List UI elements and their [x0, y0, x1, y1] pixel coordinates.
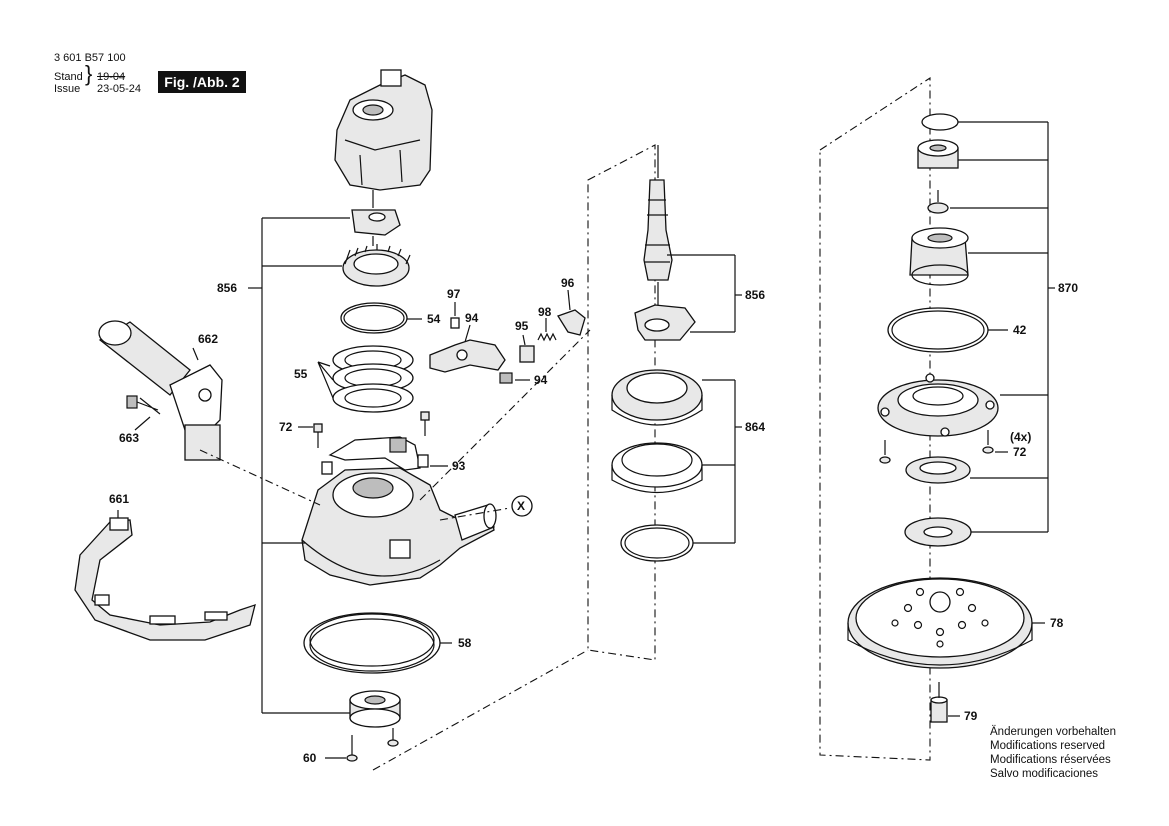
- callout-661: 661: [109, 492, 129, 506]
- callout-98: 98: [538, 305, 552, 319]
- o-ring-54: [340, 302, 408, 334]
- callout-96: 96: [561, 276, 575, 290]
- note-es: Salvo modificaciones: [990, 768, 1099, 780]
- callout-4x: (4x): [1010, 430, 1031, 444]
- callout-72-right: 72: [1013, 445, 1027, 459]
- side-handle-662: [98, 320, 223, 461]
- bracket-870: [950, 121, 1055, 533]
- bearing-top: [917, 139, 959, 169]
- washer-lower: [905, 456, 971, 484]
- callout-94-bottom: 94: [534, 373, 548, 387]
- cam-piece: [351, 209, 401, 236]
- lever-94: [429, 339, 513, 384]
- issue-value: 23-05-24: [97, 83, 142, 95]
- screws-60: [346, 728, 399, 762]
- issue-label: Issue: [54, 83, 81, 95]
- callout-663: 663: [119, 431, 139, 445]
- callout-60: 60: [303, 751, 317, 765]
- dust-extraction-housing: [301, 454, 497, 586]
- callout-72-left: 72: [279, 420, 293, 434]
- callout-78: 78: [1050, 616, 1064, 630]
- bracket-856-left: [248, 217, 350, 714]
- modification-notes: Änderungen vorbehalten Modifications res…: [990, 725, 1116, 781]
- callout-42: 42: [1013, 323, 1027, 337]
- guard-661: [74, 517, 256, 641]
- callout-864: 864: [745, 420, 765, 434]
- bracket-center: [667, 254, 742, 544]
- ring-58: [303, 612, 441, 674]
- brace-glyph: }: [85, 61, 93, 86]
- planet-gear: [909, 227, 969, 286]
- callout-58: 58: [458, 636, 472, 650]
- circlip: [921, 113, 959, 131]
- eccentric-cam: [634, 304, 696, 341]
- spindle-shaft: [643, 179, 673, 281]
- callout-54: 54: [427, 312, 441, 326]
- callout-870: 870: [1058, 281, 1078, 295]
- screw-upper: [927, 190, 949, 214]
- latch-95: [519, 345, 535, 363]
- note-de: Änderungen vorbehalten: [990, 726, 1116, 738]
- o-ring-42: [887, 307, 989, 353]
- washer-flat: [904, 517, 972, 547]
- screws-72-left: [313, 411, 430, 448]
- screws-72-right: [879, 430, 994, 464]
- spring-98: [537, 332, 557, 342]
- note-en: Modifications reserved: [990, 740, 1106, 752]
- bearing-plate: [877, 373, 999, 437]
- callout-97: 97: [447, 287, 461, 301]
- callout-79: 79: [964, 709, 978, 723]
- callout-662: 662: [198, 332, 218, 346]
- stand-label: Stand: [54, 71, 83, 83]
- part-number: 3 601 B57 100: [54, 52, 126, 64]
- bearing-ring: [611, 442, 703, 494]
- clip-96: [557, 309, 586, 336]
- screw-79: [930, 696, 948, 723]
- reference-x: [511, 495, 533, 517]
- callout-95: 95: [515, 319, 529, 333]
- gaskets-55: [332, 345, 414, 413]
- pin-97: [450, 317, 460, 329]
- sanding-pad-78: [847, 577, 1033, 669]
- stand-value: 19-04: [97, 71, 126, 83]
- callout-856-left: 856: [217, 281, 237, 295]
- callout-93: 93: [452, 459, 466, 473]
- snap-ring: [620, 524, 694, 562]
- motor-housing: [334, 69, 433, 191]
- note-fr: Modifications réservées: [990, 754, 1111, 766]
- callout-856-center: 856: [745, 288, 765, 302]
- callout-94-top: 94: [465, 311, 479, 325]
- callout-x: X: [517, 499, 525, 513]
- callout-55: 55: [294, 367, 308, 381]
- bevel-gear: [342, 244, 411, 287]
- screw-663: [126, 395, 161, 415]
- ring-gear-864: [611, 369, 703, 426]
- bearing-bottom: [349, 690, 401, 728]
- figure-label: Fig. /Abb. 2: [158, 71, 246, 93]
- guard-plate-93: [328, 436, 421, 471]
